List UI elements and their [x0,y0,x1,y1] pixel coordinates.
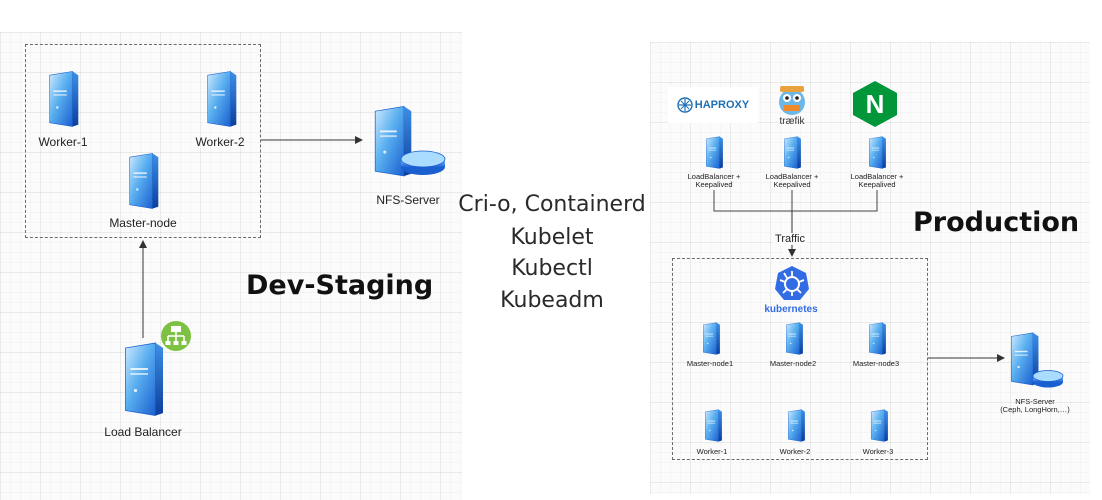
lb-nginx-label-line2: Keepalived [858,180,896,190]
lb-traefik-server-icon [781,134,803,170]
prod-worker1-server-icon [702,407,724,443]
prod-worker3-label: Worker-3 [862,447,894,456]
traffic-label: Traffic [773,233,807,245]
kubelet-text: Kubelet [510,225,594,250]
haproxy-logo: HAPROXY [668,87,758,123]
master-node-server-icon [124,150,162,210]
prod-nfs-label-line1: NFS-Server [1015,397,1055,406]
nginx-letter: N [866,89,885,119]
worker2-label: Worker-2 [195,135,245,149]
kubernetes-text: kubernetes [764,304,818,315]
master-node1-server-icon [700,320,722,356]
kubeadm-text: Kubeadm [500,288,604,313]
master-node-label: Master-node [109,216,177,230]
prod-worker2-label: Worker-2 [779,447,811,456]
lb-merge-line [713,190,878,212]
lb-haproxy-label: LoadBalancer + Keepalived [687,172,741,190]
traefik-gopher-icon [779,86,805,115]
master-node1-label: Master-node1 [686,359,734,368]
nginx-logo-icon: N [853,81,897,127]
lb-traefik-label-line1: LoadBalancer + [765,172,819,181]
load-balancer-label: Load Balancer [104,425,182,439]
lb-nginx-server-icon [866,134,888,170]
worker2-server-icon [202,68,240,128]
lb-haproxy-label-line1: LoadBalancer + [687,172,741,181]
prod-worker2-server-icon [785,407,807,443]
prod-worker1-label: Worker-1 [696,447,728,456]
nfs-server-icon [374,105,446,177]
lb-haproxy-label-line2: Keepalived [695,180,733,190]
lb-nginx-label: LoadBalancer + Keepalived [850,172,904,190]
kubernetes-icon [775,266,809,300]
prod-cluster-box [672,258,928,460]
prod-nfs-label-line2: (Ceph, LongHorn,…) [1000,405,1070,415]
worker1-server-icon [44,68,82,128]
prod-nfs-label: NFS-Server (Ceph, LongHorn,…) [1000,397,1070,415]
lb-traefik-label-line2: Keepalived [773,180,811,190]
lb-haproxy-server-icon [703,134,725,170]
dev-staging-title: Dev-Staging [246,270,434,301]
load-balancer-badge-icon [161,321,191,351]
master-node3-label: Master-node3 [852,359,900,368]
lb-nginx-label-line1: LoadBalancer + [850,172,904,181]
lb-traefik-label: LoadBalancer + Keepalived [765,172,819,190]
production-title: Production [913,207,1080,238]
traefik-logo: træfik [772,80,812,128]
traefik-text: træfik [779,116,805,127]
master-node2-label: Master-node2 [769,359,817,368]
haproxy-icon [677,97,693,113]
master-node2-server-icon [783,320,805,356]
prod-worker3-server-icon [868,407,890,443]
nfs-server-label: NFS-Server [376,193,440,207]
kubectl-text: Kubectl [511,256,593,281]
prod-nfs-server-icon [1010,332,1064,388]
dev-cluster-box [25,44,261,238]
haproxy-text: HAPROXY [694,99,750,111]
runtime-text: Cri-o, Containerd [458,192,646,217]
worker1-label: Worker-1 [38,135,88,149]
master-node3-server-icon [866,320,888,356]
